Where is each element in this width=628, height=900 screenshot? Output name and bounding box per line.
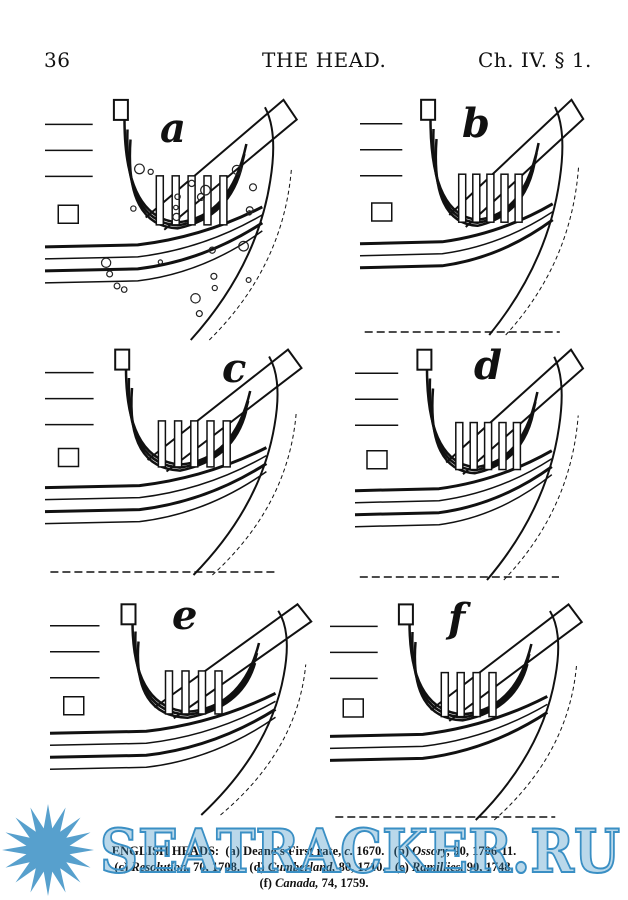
section-reference: Ch. IV. § 1.: [478, 48, 592, 72]
caption-line-2: (c) Resolution, 70, 1708. (d) Cumberland…: [0, 859, 628, 875]
figure-c-illustration: [45, 345, 315, 575]
running-title: THE HEAD.: [262, 48, 386, 72]
figure-caption: ENGLISH HEADS: (a) Deane's First rate, c…: [0, 843, 628, 891]
figure-label-c: c: [222, 345, 246, 392]
figure-label-d: d: [474, 342, 502, 389]
figure-label-b: b: [462, 100, 490, 147]
figure-label-f: f: [448, 595, 465, 642]
figure-label-a: a: [160, 105, 186, 152]
page-number: 36: [44, 48, 70, 72]
caption-line-1: ENGLISH HEADS: (a) Deane's First rate, c…: [0, 843, 628, 859]
caption-line-3: (f) Canada, 74, 1759.: [0, 875, 628, 891]
figure-label-e: e: [172, 592, 197, 639]
